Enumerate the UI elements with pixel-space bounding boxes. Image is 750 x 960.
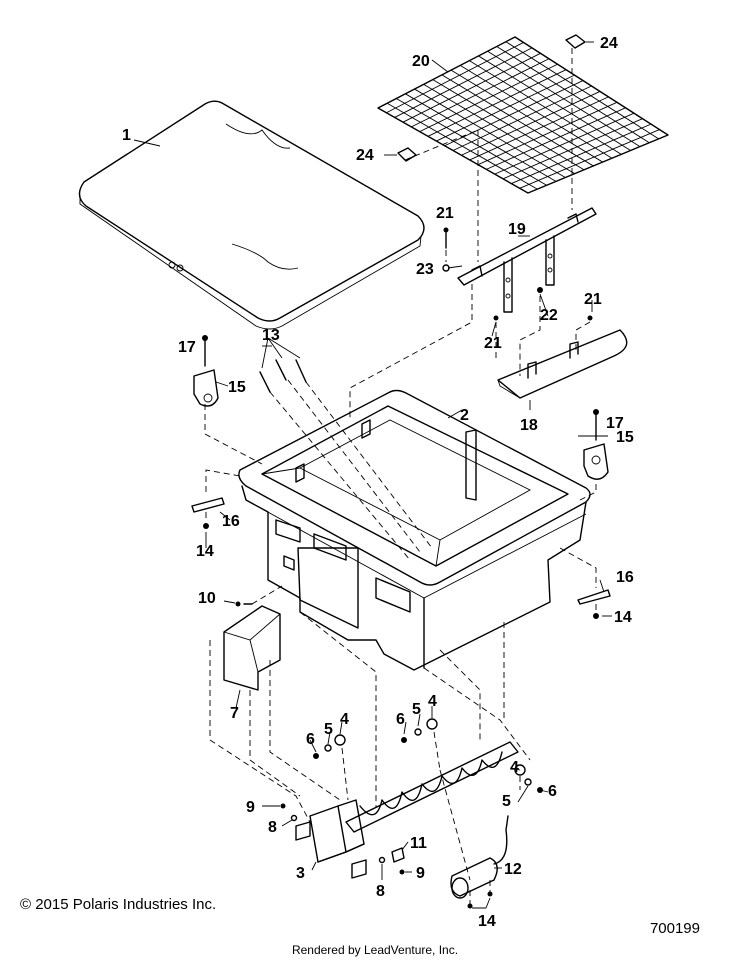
part-22-nut[interactable] [537, 287, 543, 293]
copyright-notice: © 2015 Polaris Industries Inc. [20, 896, 217, 913]
callout-6-mid: 6 [396, 711, 405, 728]
part-15-bracket-right[interactable] [583, 443, 609, 480]
part-21-bolt-top[interactable] [443, 227, 449, 249]
callout-14-right: 14 [614, 609, 632, 626]
part-5-washer-right[interactable] [524, 778, 532, 786]
part-18-deflector[interactable] [497, 329, 628, 399]
callout-leader-lines [133, 41, 612, 909]
assembly-dashed-lines [204, 48, 597, 906]
callout-15-right: 15 [616, 429, 634, 446]
part-6-bolt-left[interactable] [313, 753, 319, 759]
part-4-bearing-right[interactable] [514, 764, 526, 776]
part-13-pins[interactable] [259, 359, 307, 393]
callout-14-motor: 14 [478, 913, 496, 930]
callout-24-upper: 24 [600, 35, 618, 52]
part-6-bolt-mid[interactable] [401, 737, 407, 743]
rendered-by-credit: Rendered by LeadVenture, Inc. [291, 943, 459, 957]
part-3-gearbox[interactable] [295, 799, 367, 879]
callout-8-upper: 8 [268, 819, 277, 836]
callout-4-left: 4 [340, 711, 349, 728]
callout-3: 3 [296, 865, 305, 882]
part-14-nut-right[interactable] [593, 613, 599, 619]
callout-9-lower: 9 [416, 865, 425, 882]
part-16-plate-left[interactable] [191, 497, 225, 513]
part-4-bearing-left[interactable] [334, 734, 346, 746]
callout-21-right: 21 [584, 291, 602, 308]
part-21-bolt-mid[interactable] [493, 315, 499, 321]
callout-22: 22 [540, 307, 558, 324]
callout-17-right: 17 [606, 415, 624, 432]
callout-7: 7 [230, 705, 239, 722]
callout-17-left: 17 [178, 339, 196, 356]
part-20-screen[interactable] [377, 36, 669, 194]
part-1-lid[interactable] [78, 100, 425, 330]
callout-8-lower: 8 [376, 883, 385, 900]
part-17-bolt-right[interactable] [593, 409, 599, 441]
callout-6-left: 6 [306, 731, 315, 748]
part-10-screw[interactable] [235, 601, 253, 607]
part-5-washer-left[interactable] [324, 744, 332, 752]
callout-21-top: 21 [436, 205, 454, 222]
callout-10: 10 [198, 590, 216, 607]
callout-21-mid: 21 [484, 335, 502, 352]
callout-4-mid: 4 [428, 693, 437, 710]
callout-9-upper: 9 [246, 799, 255, 816]
part-24-clip-upper[interactable] [565, 34, 586, 49]
part-7-cover[interactable] [223, 605, 281, 691]
callout-2: 2 [460, 407, 469, 424]
callout-1: 1 [122, 127, 131, 144]
callout-14-left: 14 [196, 543, 214, 560]
callout-5-mid: 5 [412, 701, 421, 718]
part-21-bolt-right[interactable] [587, 315, 593, 321]
callout-5-left: 5 [324, 721, 333, 738]
part-15-bracket-left[interactable] [193, 369, 219, 407]
part-2-hopper[interactable] [238, 389, 591, 671]
part-8-washer-upper[interactable] [290, 814, 298, 822]
callout-18: 18 [520, 417, 538, 434]
part-9-screw-upper[interactable] [280, 803, 286, 809]
part-12-motor[interactable] [450, 815, 509, 899]
drawing-number: 700199 [649, 920, 700, 937]
callout-24-left: 24 [356, 147, 374, 164]
part-4-bearing-mid[interactable] [426, 718, 438, 730]
part-8-washer-lower[interactable] [378, 856, 386, 864]
callout-20: 20 [412, 53, 430, 70]
callout-4-right: 4 [510, 759, 519, 776]
part-17-bolt-left[interactable] [202, 335, 208, 367]
callout-5-right: 5 [502, 793, 511, 810]
part-auger-shaft[interactable] [345, 741, 519, 833]
part-14-nut-left[interactable] [203, 523, 209, 529]
part-5-washer-mid[interactable] [414, 728, 422, 736]
part-16-plate-right[interactable] [577, 589, 611, 605]
callout-labels: 1 20 24 24 21 19 23 21 22 21 13 17 15 18… [122, 35, 634, 930]
callout-12: 12 [504, 861, 522, 878]
callout-15-left: 15 [228, 379, 246, 396]
part-19-bracket[interactable] [457, 207, 597, 313]
callout-19: 19 [508, 221, 526, 238]
callout-6-right: 6 [548, 783, 557, 800]
callout-23: 23 [416, 261, 434, 278]
callout-13: 13 [262, 327, 280, 344]
part-11-clip[interactable] [391, 847, 405, 863]
callout-16-left: 16 [222, 513, 240, 530]
callout-16-right: 16 [616, 569, 634, 586]
part-9-screw-lower[interactable] [399, 869, 405, 875]
callout-11: 11 [410, 835, 427, 852]
